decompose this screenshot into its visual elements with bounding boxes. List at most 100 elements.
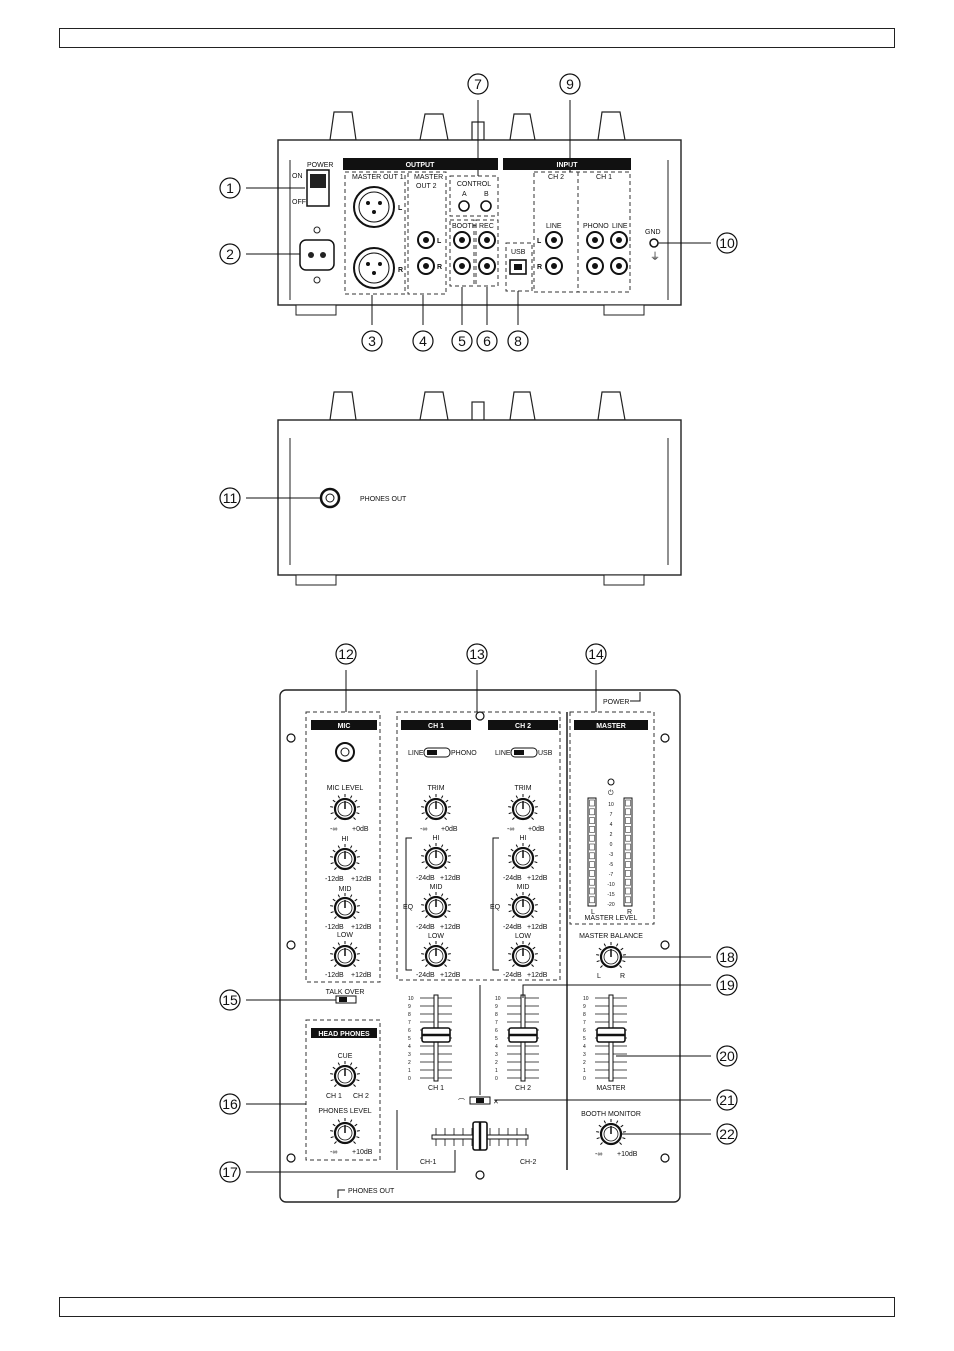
- callout-1: 1: [219, 177, 305, 199]
- xfader-right-label: CH-2: [520, 1159, 536, 1166]
- fader-scale-label: 8: [408, 1012, 411, 1018]
- fader-scale-label: 0: [408, 1076, 411, 1082]
- ch2-fader-cap[interactable]: [508, 1027, 538, 1043]
- ch1-eq-label: EQ: [403, 904, 414, 911]
- ch2-trim-knob[interactable]: [508, 794, 538, 821]
- ch2-low-knob[interactable]: [508, 941, 538, 968]
- callout-number: 5: [458, 333, 466, 349]
- vu-segment: [625, 843, 631, 851]
- gnd-terminal[interactable]: [649, 238, 659, 248]
- fader-ch2-label: CH 2: [515, 1085, 531, 1092]
- rec-label: REC: [479, 223, 494, 230]
- callout-7: 7: [467, 73, 489, 176]
- vu-segment: [625, 870, 631, 877]
- callout-number: 13: [469, 646, 485, 662]
- ch1-trim-knob[interactable]: [421, 794, 451, 821]
- booth-max: +10dB: [617, 1151, 638, 1158]
- vu-scale-label: -7: [609, 872, 614, 878]
- header-frame: [59, 28, 895, 48]
- ch1-hi-knob[interactable]: [421, 843, 451, 870]
- vu-segment: [625, 861, 631, 868]
- fader-scale-label: 9: [408, 1004, 411, 1010]
- fader-scale-label: 5: [495, 1036, 498, 1042]
- ch2-mid-max: +12dB: [527, 924, 548, 931]
- callout-number: 2: [226, 246, 234, 262]
- fader-scale-label: 7: [583, 1020, 586, 1026]
- callout-number: 11: [223, 490, 238, 506]
- ch1-low-knob[interactable]: [421, 941, 451, 968]
- phones-level-label: PHONES LEVEL: [318, 1108, 371, 1115]
- master-fader-cap[interactable]: [596, 1027, 626, 1043]
- vu-segment: [589, 826, 595, 833]
- vu-meter-left: [587, 797, 597, 907]
- top-power-label: POWER: [603, 699, 629, 706]
- callout-12: 12: [335, 643, 357, 712]
- mic-hi-knob[interactable]: [330, 844, 360, 871]
- vu-r-label: R: [627, 909, 632, 916]
- fader-scale-label: 3: [408, 1052, 411, 1058]
- control-jack-a[interactable]: [458, 200, 470, 212]
- mic-level-min: -∞: [330, 826, 337, 833]
- cue-knob[interactable]: [330, 1061, 360, 1088]
- in-ch2-label: CH 2: [548, 174, 564, 181]
- xlr-right[interactable]: [353, 247, 395, 289]
- ch1-fader-cap[interactable]: [421, 1027, 451, 1043]
- callout-18: 18: [621, 946, 738, 968]
- fader-scale-label: 10: [495, 996, 501, 1002]
- ch1-hi-max: +12dB: [440, 875, 461, 882]
- gnd-label: GND: [645, 229, 661, 236]
- ch1-low-max: +12dB: [440, 972, 461, 979]
- vu-scale-label: 0: [610, 842, 613, 848]
- phones-level-knob[interactable]: [330, 1118, 360, 1145]
- ch1-line-label: LINE: [612, 223, 628, 230]
- callout-2: 2: [219, 243, 300, 265]
- xlr-left[interactable]: [353, 186, 395, 228]
- cue-ch2-label: CH 2: [353, 1093, 369, 1100]
- callout-10: 10: [658, 232, 738, 254]
- curve-sharp-icon: ✕: [493, 1099, 499, 1106]
- callout-number: 21: [719, 1092, 735, 1108]
- control-jack-b[interactable]: [480, 200, 492, 212]
- vu-segment: [589, 878, 595, 886]
- ch2-mid-knob[interactable]: [508, 892, 538, 919]
- mic-low-label: LOW: [337, 932, 353, 939]
- ch1-low-label: LOW: [428, 933, 444, 940]
- vu-scale-label: -5: [609, 862, 614, 868]
- balance-l-label: L: [597, 973, 601, 980]
- front-panel-body: [277, 419, 682, 576]
- callout-number: 22: [719, 1126, 735, 1142]
- crossfader-cap[interactable]: [472, 1121, 488, 1151]
- vu-segment: [589, 808, 595, 816]
- callout-number: 3: [368, 333, 376, 349]
- mic-mid-label: MID: [339, 886, 352, 893]
- ch2-trim-label: TRIM: [514, 785, 531, 792]
- ch2-line-label: LINE: [546, 223, 562, 230]
- vu-scale-label: -3: [609, 852, 614, 858]
- fader-scale-label: 4: [408, 1044, 411, 1050]
- vu-l-label: L: [591, 909, 595, 916]
- fader-scale-label: 5: [408, 1036, 411, 1042]
- r-label-1: R: [398, 267, 403, 274]
- mic-mid-knob[interactable]: [330, 893, 360, 920]
- fader-scale-label: 8: [583, 1012, 586, 1018]
- ac-inlet[interactable]: [299, 239, 335, 271]
- ch2-hi-knob[interactable]: [508, 843, 538, 870]
- booth-label: BOOTH: [452, 223, 477, 230]
- callout-number: 1: [226, 180, 234, 196]
- ch1-mid-knob[interactable]: [421, 892, 451, 919]
- vu-segment: [625, 878, 631, 886]
- fader-scale-label: 1: [408, 1068, 411, 1074]
- callout-17: 17: [219, 1150, 456, 1183]
- vu-meter-right: [623, 797, 633, 907]
- master-level-label: MASTER LEVEL: [585, 915, 638, 922]
- ch1-phono-label: PHONO: [583, 223, 609, 230]
- mic-low-knob[interactable]: [330, 941, 360, 968]
- booth-min: -∞: [595, 1151, 602, 1158]
- r-label-3: R: [537, 264, 542, 271]
- mic-level-knob[interactable]: [330, 794, 360, 821]
- callout-15: 15: [219, 989, 336, 1011]
- fader-ch1-label: CH 1: [428, 1085, 444, 1092]
- mic-low-min: -12dB: [325, 972, 344, 979]
- ch2-header: CH 2: [515, 723, 531, 730]
- output-header: OUTPUT: [406, 162, 436, 169]
